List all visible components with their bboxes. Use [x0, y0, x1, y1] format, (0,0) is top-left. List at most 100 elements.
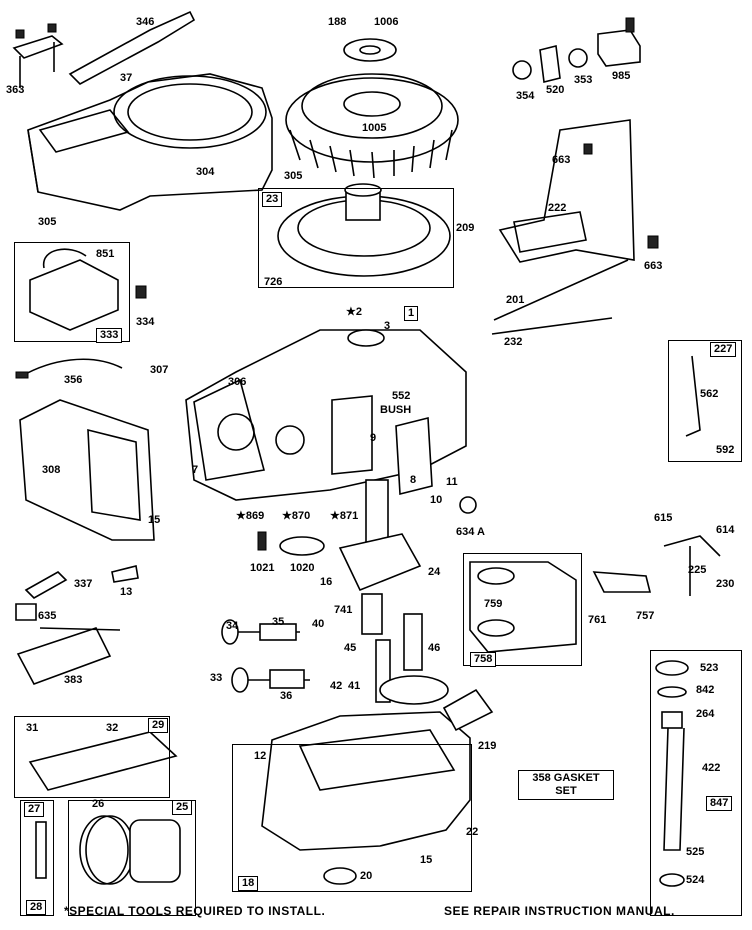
box-27-28: [20, 800, 54, 916]
part-219: [442, 688, 494, 732]
box-847: [650, 650, 742, 916]
gasket-set-line1: 358 GASKET: [532, 772, 600, 784]
label-851: 851: [96, 248, 115, 260]
label-36: 36: [280, 690, 293, 702]
label-333: 333: [96, 328, 123, 343]
label-227: 227: [710, 342, 737, 357]
label-29: 29: [148, 718, 169, 733]
label-847: 847: [706, 796, 733, 811]
label-18: 18: [238, 876, 259, 891]
part-356-wire: [21, 358, 123, 377]
part-201-rod: [493, 259, 629, 321]
label-37: 37: [120, 72, 133, 84]
label-356: 356: [64, 374, 83, 386]
label-22: 22: [466, 826, 479, 838]
label-870: ★870: [282, 510, 311, 522]
part-18-sump: [261, 711, 471, 885]
footer-special-tools: *SPECIAL TOOLS REQUIRED TO INSTALL.: [64, 904, 326, 918]
label-757: 757: [636, 610, 655, 622]
label-985: 985: [612, 70, 631, 82]
label-28: 28: [26, 900, 47, 915]
part-232-rod: [491, 317, 613, 335]
label-32: 32: [106, 722, 119, 734]
part-29-connecting-rod: [28, 731, 178, 791]
label-201: 201: [506, 294, 525, 306]
label-225: 225: [688, 564, 707, 576]
label-33: 33: [210, 672, 223, 684]
label-41: 41: [348, 680, 361, 692]
part-757-arm: [592, 571, 652, 593]
part-25-piston: [79, 815, 181, 885]
label-9: 9: [370, 432, 377, 444]
label-759: 759: [484, 598, 503, 610]
label-871: ★871: [330, 510, 359, 522]
label-634a: 634 A: [456, 526, 485, 538]
box-227: [668, 340, 742, 462]
part-1021: [257, 531, 267, 551]
label-20: 20: [360, 870, 373, 882]
box-18: [232, 744, 472, 892]
gasket-set-line2: SET: [555, 785, 577, 797]
label-222: 222: [548, 202, 567, 214]
label-10: 10: [430, 494, 443, 506]
label-219: 219: [478, 740, 497, 752]
label-523: 523: [700, 662, 719, 674]
part-222-control-bracket: [498, 119, 659, 263]
label-758: 758: [470, 652, 497, 667]
label-354: 354: [516, 90, 535, 102]
label-35: 35: [272, 616, 285, 628]
label-524: 524: [686, 874, 705, 886]
label-307: 307: [150, 364, 169, 376]
label-1: 1: [404, 306, 419, 321]
label-31: 31: [26, 722, 39, 734]
box-25: [68, 800, 196, 916]
label-741: 741: [334, 604, 353, 616]
label-15-bottom: 15: [420, 854, 433, 866]
part-383-muffler: [16, 627, 121, 685]
label-45: 45: [344, 642, 357, 654]
label-2: ★2: [346, 306, 362, 318]
label-12: 12: [254, 750, 267, 762]
part-308-plate: [19, 399, 155, 541]
gasket-set-box: 358 GASKET SET: [518, 770, 614, 800]
label-525: 525: [686, 846, 705, 858]
footer-repair-manual: SEE REPAIR INSTRUCTION MANUAL.: [444, 904, 675, 918]
part-16-crankshaft: [338, 479, 422, 703]
label-552: 552: [392, 390, 411, 402]
label-726: 726: [264, 276, 283, 288]
part-1005-flywheel: [285, 38, 459, 179]
box-758: [463, 553, 582, 666]
part-227-lever: [685, 355, 701, 437]
label-3: 3: [384, 320, 391, 332]
label-16: 16: [320, 576, 333, 588]
label-1005: 1005: [362, 122, 387, 134]
label-bush: BUSH: [380, 404, 412, 416]
label-663-bottom: 663: [644, 260, 663, 272]
part-225-lever: [663, 535, 721, 596]
label-592: 592: [716, 444, 735, 456]
label-188: 188: [328, 16, 347, 28]
label-209: 209: [456, 222, 475, 234]
label-363: 363: [6, 84, 25, 96]
label-7: 7: [192, 464, 199, 476]
label-346: 346: [136, 16, 155, 28]
label-34: 34: [226, 620, 239, 632]
label-27: 27: [24, 802, 45, 817]
part-1020-seal: [279, 536, 325, 556]
label-11: 11: [446, 476, 458, 488]
part-304-blower-housing: [27, 73, 273, 211]
box-23: [258, 188, 454, 288]
label-23: 23: [262, 192, 283, 207]
label-1020: 1020: [290, 562, 315, 574]
part-363-bracket: [12, 23, 64, 88]
part-33-34-valves: [221, 619, 310, 693]
label-230: 230: [716, 578, 735, 590]
label-334: 334: [136, 316, 155, 328]
label-520: 520: [546, 84, 565, 96]
label-264: 264: [696, 708, 715, 720]
box-29: [14, 716, 170, 798]
label-383: 383: [64, 674, 83, 686]
label-1006: 1006: [374, 16, 399, 28]
